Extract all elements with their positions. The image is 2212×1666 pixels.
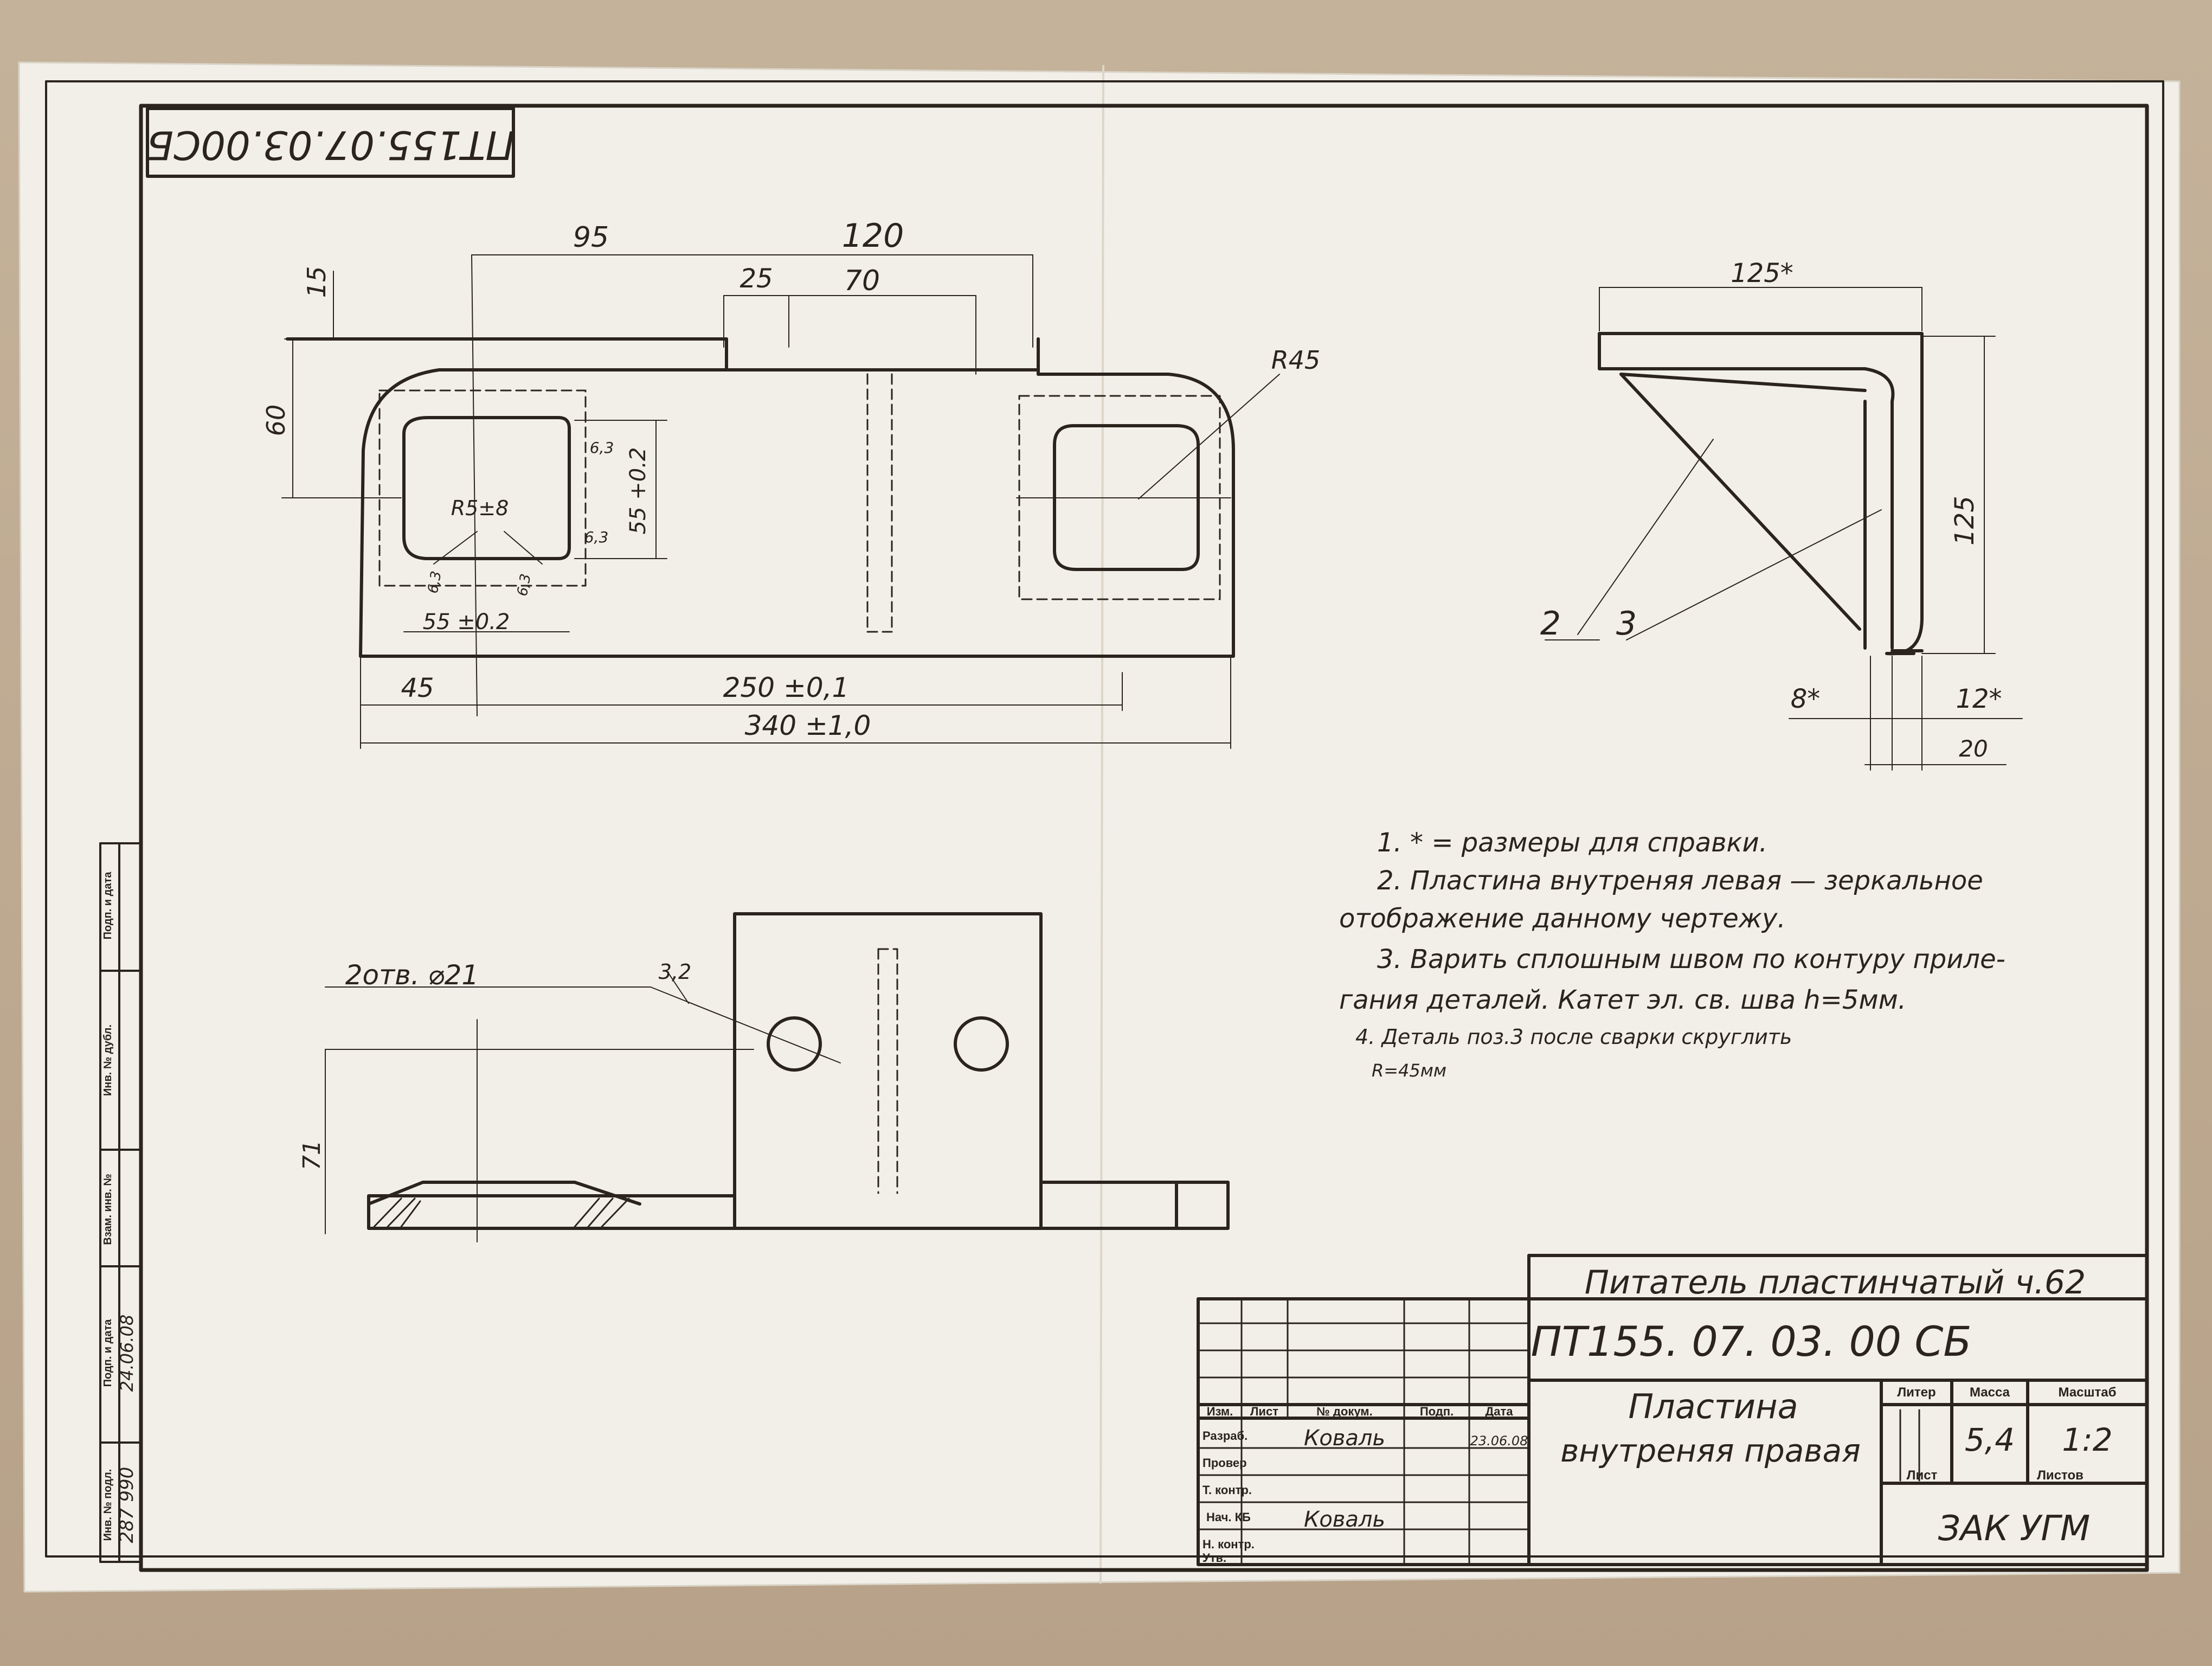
side-view	[1598, 332, 1924, 656]
inner-frame	[139, 104, 2149, 1572]
note-3-line-1: 3. Варить сплошным швом по контуру приле…	[1377, 944, 2005, 975]
note-2-line-2: отображение данному чертежу.	[1339, 904, 1786, 934]
razrab-name: Коваль	[1304, 1426, 1385, 1451]
hdr-izm: Изм.	[1207, 1405, 1233, 1418]
top-view	[367, 912, 1230, 1230]
top-dim-lines	[325, 970, 841, 1242]
dim-120: 120	[842, 217, 904, 255]
scale-value: 1:2	[2062, 1421, 2112, 1458]
dim-340: 340 ±1,0	[745, 710, 871, 741]
strip-replace-inv-label: Взам. инв. №	[102, 1174, 114, 1245]
dim-r45: R45	[1271, 345, 1321, 375]
row-nkontr: Н. контр.	[1203, 1537, 1255, 1551]
row-nachkb: Нач. КБ	[1206, 1510, 1251, 1524]
top-view-hatch	[373, 1197, 630, 1228]
dim-125-top: 125*	[1731, 258, 1793, 289]
hdr-sign: Подп.	[1420, 1405, 1454, 1418]
dim-r5: R5±8	[451, 496, 509, 520]
strip-date-value: 24.06.08	[117, 1315, 137, 1392]
dim-63-b: 6,3	[584, 528, 609, 546]
note-1: 1. * = размеры для справки.	[1377, 828, 1767, 858]
dim-71: 71	[298, 1140, 326, 1170]
strip-inv-label: Инв. № подл.	[102, 1469, 114, 1541]
part-name-line-1: Пластина	[1628, 1387, 1798, 1426]
hdr-sheets: Листов	[2037, 1468, 2084, 1483]
dim-12: 12*	[1956, 684, 2002, 714]
strip-sign-date-label-1: Подп. и дата	[102, 1319, 114, 1387]
side-strip	[99, 842, 142, 1563]
stamp-box	[146, 107, 515, 178]
note-4-line-2: R=45мм	[1372, 1060, 1446, 1081]
side-dim-lines	[1545, 287, 2023, 771]
row-razrab: Разраб.	[1203, 1429, 1248, 1443]
document-code: ПТ155. 07. 03. 00 СБ	[1531, 1317, 1971, 1366]
dim-20: 20	[1959, 735, 1988, 762]
front-view	[286, 337, 1235, 658]
dim-70: 70	[844, 265, 880, 297]
position-3: 3	[1616, 605, 1637, 643]
frame-stamp-code: ПТ155.07.03.00СБ	[147, 122, 515, 168]
hdr-liter: Литер	[1897, 1385, 1935, 1400]
dim-15: 15	[302, 266, 331, 298]
razrab-date: 23.06.08	[1470, 1433, 1528, 1449]
hdr-date: Дата	[1486, 1405, 1514, 1418]
title-block-frame	[1197, 1254, 2149, 1566]
fold-line	[1099, 65, 1104, 1584]
front-dim-lines	[281, 254, 1280, 749]
nachkb-name: Коваль	[1304, 1507, 1385, 1532]
part-name-line-2: внутреняя правая	[1560, 1432, 1861, 1469]
hdr-sheet: Лист	[1907, 1468, 1938, 1483]
note-3-line-2: гания деталей. Катет эл. св. шва h=5мм.	[1339, 985, 1906, 1015]
outer-frame	[45, 80, 2164, 1558]
organization: ЗАК УГМ	[1938, 1509, 2090, 1549]
hdr-doc: № докум.	[1316, 1405, 1372, 1418]
dim-8: 8*	[1791, 684, 1821, 714]
hdr-list: Лист	[1250, 1405, 1278, 1418]
hdr-mass: Масса	[1970, 1385, 2010, 1400]
dim-45: 45	[401, 673, 434, 703]
dim-95: 95	[573, 221, 609, 254]
hdr-scale: Масштаб	[2059, 1385, 2117, 1400]
dim-holes: 2отв. ⌀21	[345, 959, 479, 991]
dim-55-width: 55 ±0.2	[423, 610, 510, 635]
front-windows	[402, 416, 1200, 571]
dim-55-height: 55 +0.2	[626, 447, 651, 535]
note-2-line-1: 2. Пластина внутреняя левая — зеркальное	[1377, 866, 1983, 896]
paper	[18, 61, 2181, 1593]
title-block-grid	[1197, 1298, 1920, 1566]
product-name: Питатель пластинчатый ч.62	[1585, 1264, 2086, 1302]
dim-63-a: 6,3	[590, 439, 614, 457]
top-hidden-lines	[877, 948, 898, 1194]
dim-250: 250 ±0,1	[723, 672, 850, 703]
strip-sign-date-label-2: Подп. и дата	[102, 872, 114, 940]
dim-63-d: 6,3	[515, 573, 535, 598]
dim-25: 25	[740, 264, 773, 294]
row-tkontr: Т. контр.	[1203, 1483, 1252, 1497]
dim-63-c: 6,3	[425, 570, 445, 595]
strip-dup-inv-label: Инв. № дубл.	[102, 1024, 114, 1096]
row-utv: Утв.	[1203, 1551, 1226, 1565]
mass-value: 5,4	[1965, 1421, 2015, 1458]
note-4-line-1: 4. Деталь поз.3 после сварки скруглить	[1355, 1025, 1792, 1049]
dim-32: 3,2	[659, 960, 691, 984]
dim-125-side: 125	[1950, 496, 1980, 546]
strip-inv-value: 287 990	[116, 1467, 138, 1543]
row-prover: Провер	[1203, 1456, 1247, 1470]
dim-60: 60	[261, 405, 291, 437]
position-2: 2	[1540, 605, 1561, 643]
